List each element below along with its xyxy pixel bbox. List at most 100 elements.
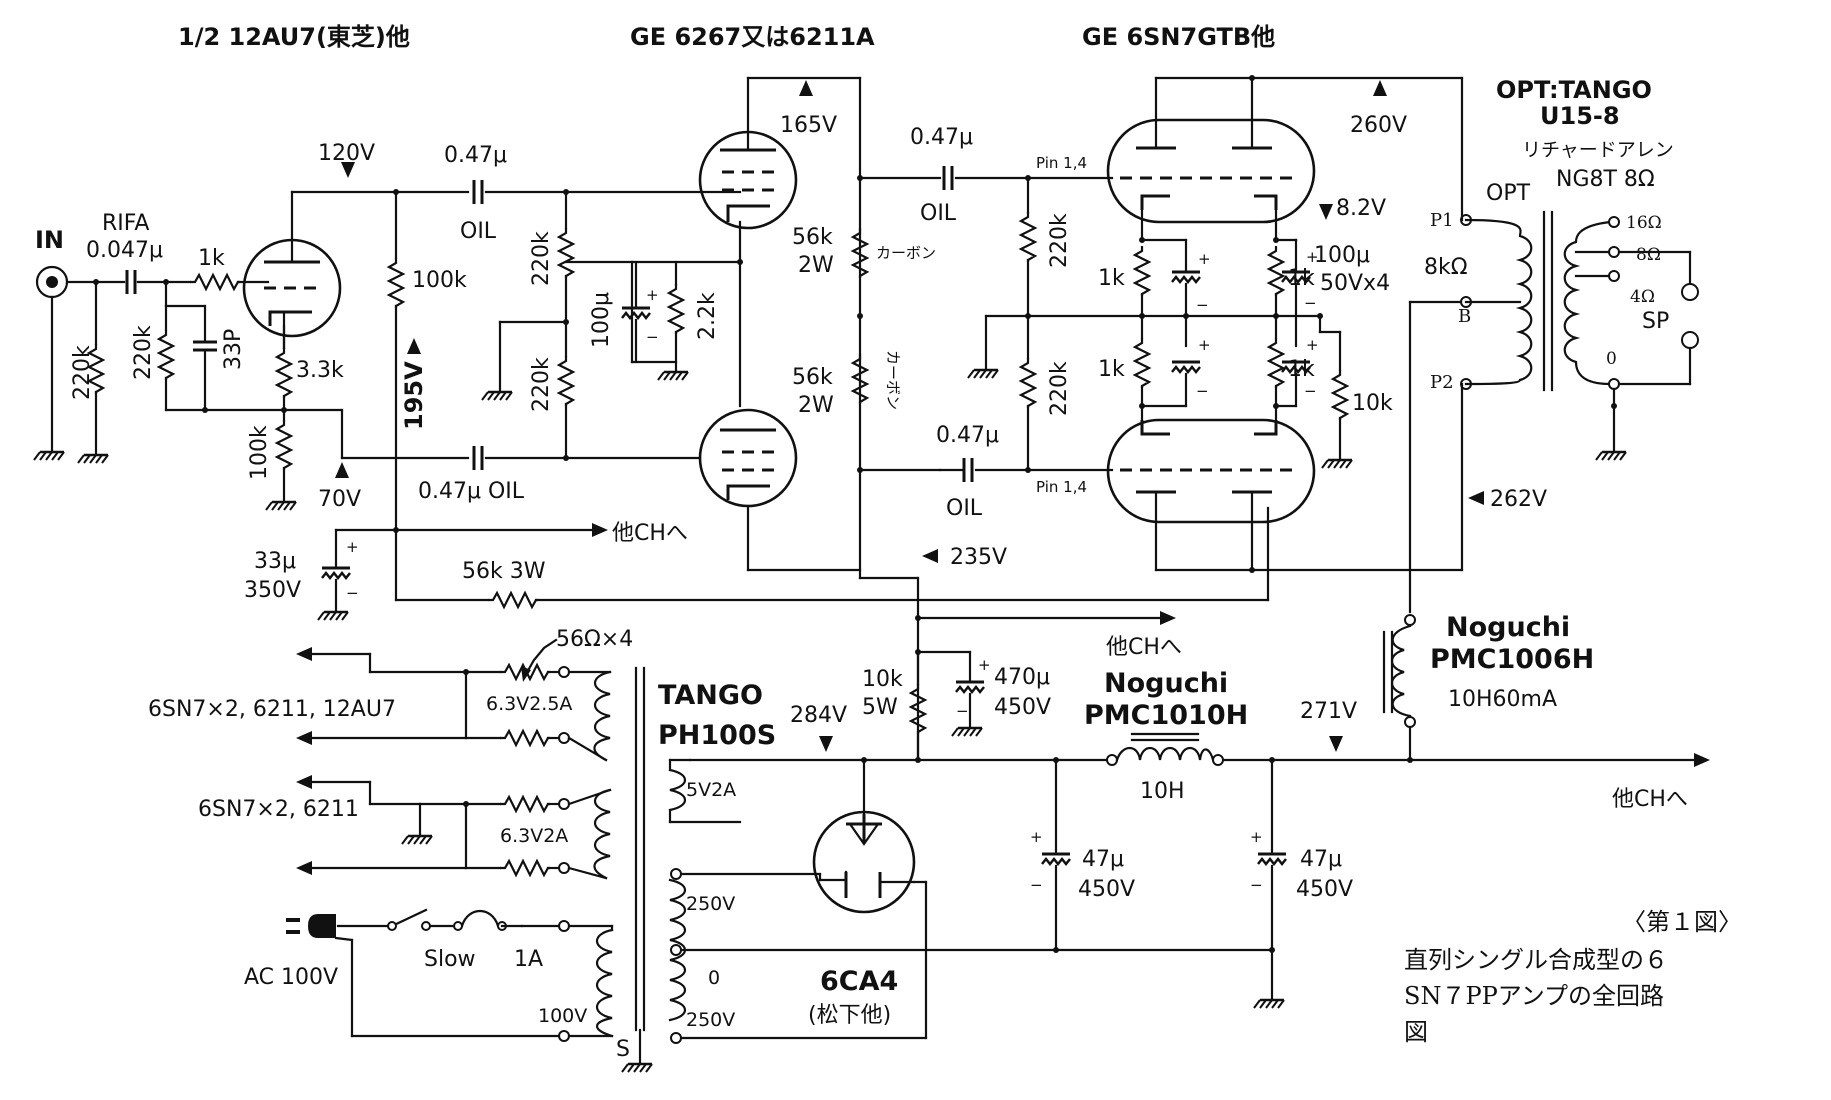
minus-sign: −: [956, 702, 969, 720]
ground-symbol: [656, 370, 690, 382]
grid-resistor-220k-b: [557, 354, 575, 408]
figure-number: 〈第１図〉: [1622, 908, 1742, 936]
c33-val: 33μ: [254, 549, 296, 574]
voltage-marker: [1319, 204, 1333, 220]
v120-label: 120V: [318, 141, 375, 166]
c2-label: 0.47μ OIL: [418, 479, 525, 504]
voltage-marker: [335, 462, 349, 478]
hv-250b-label: 250V: [686, 1009, 735, 1031]
v165-label: 165V: [780, 113, 837, 138]
heater1-tubes: 6SN7×2, 6211, 12AU7: [148, 697, 396, 722]
r-grid-label: 1k: [198, 246, 225, 271]
minus-sign: −: [1196, 382, 1209, 400]
heater-winding-1: [593, 670, 612, 762]
input-jack: [35, 265, 69, 299]
ground-symbol: [400, 834, 434, 846]
c4-type: OIL: [946, 496, 983, 521]
power-switch: [390, 908, 428, 928]
r-input-220k-label: 220k: [70, 345, 95, 400]
rectifier-mfr: (松下他): [808, 1003, 891, 1028]
arrow-left: [296, 731, 312, 745]
heater-resistor-56-d: [498, 859, 552, 877]
choke-pmc1010h: [1106, 732, 1224, 766]
electrolytic-cap-k1: [1170, 270, 1202, 284]
c47b-val: 47μ: [1300, 847, 1342, 872]
choke2-brand: Noguchi: [1446, 612, 1570, 643]
heater-winding-2: [593, 788, 612, 880]
coupling-cap-4: [962, 456, 974, 484]
plus-sign: +: [1306, 248, 1319, 266]
r-k1-label: 1k: [1098, 266, 1125, 291]
electrolytic-cap-33u: [320, 566, 352, 580]
fuse-type: Slow: [424, 947, 476, 972]
choke1-model: PMC1010H: [1084, 700, 1248, 731]
ground-symbol: [32, 450, 66, 462]
heater-resistor-56-c: [498, 795, 552, 813]
grid-resistor-220k-c: [1019, 210, 1037, 264]
caption-line-2: SN７PPアンプの全回路: [1404, 982, 1664, 1010]
arrow-right: [592, 523, 608, 537]
minus-sign: −: [1304, 382, 1317, 400]
r56b-val: 56k: [792, 365, 833, 390]
arrow-left: [296, 647, 312, 661]
ground-symbol: [1594, 450, 1628, 462]
ground-symbol: [1252, 998, 1286, 1010]
c470-voltage: 450V: [994, 695, 1051, 720]
other-ch-label-2: 他CHへ: [1106, 635, 1182, 660]
coupling-cap-3: [942, 164, 954, 192]
r-22k-label: 2.2k: [695, 292, 720, 340]
r10k-watt: 5W: [862, 695, 898, 720]
tap-4-label: 4Ω: [1630, 287, 1655, 307]
arrow-right: [1160, 611, 1176, 625]
electrolytic-cap-470u: [954, 680, 986, 694]
voltage-marker: [922, 549, 938, 563]
plus-sign: +: [1198, 250, 1211, 268]
r56b-watt: 2W: [798, 393, 834, 418]
caption-line-3: 図: [1404, 1018, 1428, 1046]
ground-symbol: [950, 726, 984, 738]
heater-resistor-label: 56Ω×4: [556, 627, 633, 652]
r-k3-label: 1k: [1098, 357, 1125, 382]
c47b-voltage: 450V: [1296, 877, 1353, 902]
resistor-56k-3w: [486, 591, 540, 609]
plus-sign: +: [1306, 336, 1319, 354]
plus-sign: +: [1198, 336, 1211, 354]
tap-8-label: 8Ω: [1636, 245, 1661, 265]
opt-title-1: OPT:TANGO: [1496, 76, 1652, 104]
tap-16-label: 16Ω: [1626, 213, 1662, 233]
r-plate-label: 100k: [412, 268, 467, 293]
r56a-watt: 2W: [798, 253, 834, 278]
speaker-terminal-minus: [1681, 331, 1699, 349]
primary-winding: [595, 928, 614, 1038]
r-a-label: 220k: [131, 325, 156, 380]
feedback-resistor-220k: [157, 328, 175, 382]
high-voltage-winding: [668, 878, 687, 1022]
r-g2b-label: 220k: [529, 357, 554, 412]
c33-voltage: 350V: [244, 578, 301, 603]
ground-symbol: [480, 390, 514, 402]
r10k-val: 10k: [862, 667, 903, 692]
c-input-label: 0.047μ: [86, 238, 163, 263]
v284-label: 284V: [790, 703, 847, 728]
c-k-val: 100μ: [1314, 243, 1370, 268]
minus-sign: −: [1250, 876, 1263, 894]
plus-sign: +: [646, 286, 659, 304]
choke1-brand: Noguchi: [1104, 668, 1228, 699]
hv-250a-label: 250V: [686, 893, 735, 915]
p2-label: P2: [1430, 372, 1454, 393]
v195-label: 195V: [400, 361, 428, 430]
minus-sign: −: [1196, 296, 1209, 314]
hv-0-label: 0: [708, 967, 720, 989]
heater-resistor-56-b: [498, 729, 552, 747]
c-k-type: 50Vx4: [1320, 271, 1390, 296]
r-g3b-label: 220k: [1047, 361, 1072, 416]
heater2-spec: 6.3V2A: [500, 825, 568, 847]
ground-symbol: [264, 500, 298, 512]
voltage-marker: [1329, 736, 1343, 752]
primary-voltage: 100V: [538, 1005, 587, 1027]
c1-val: 0.47μ: [444, 143, 507, 168]
heater1-spec: 6.3V2.5A: [486, 693, 572, 715]
choke2-spec: 10H60mA: [1448, 687, 1557, 712]
pt-model: PH100S: [658, 720, 776, 751]
